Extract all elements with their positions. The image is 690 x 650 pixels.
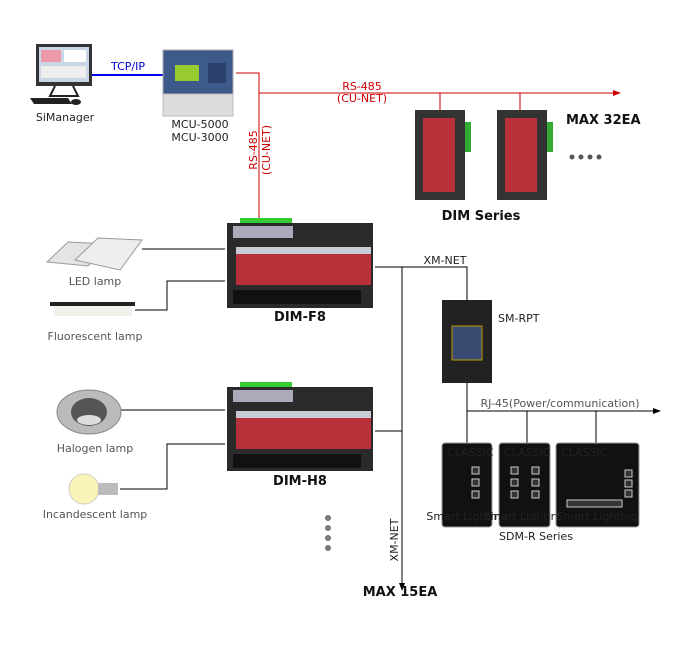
svg-text:CLASSIC: CLASSIC — [447, 446, 494, 459]
dim-series-label: DIM Series — [442, 209, 521, 224]
cu-net-label: (CU-NET) — [337, 92, 387, 105]
mcu-label: MCU-5000 — [171, 118, 228, 131]
dim-f8-module — [227, 218, 373, 308]
led-lamp-label: LED lamp — [69, 275, 122, 288]
halogen-lamp-label: Halogen lamp — [57, 442, 134, 455]
sdm-r-series-label: SDM-R Series — [499, 530, 573, 543]
max-32ea-label: MAX 32EA — [566, 113, 641, 128]
simanager-label: SiManager — [36, 111, 95, 124]
more-dots-icon — [325, 515, 331, 551]
cu-net-line — [236, 72, 260, 220]
mcu-label: MCU-3000 — [171, 131, 228, 144]
more-dots-icon — [569, 154, 602, 160]
rs485-vertical-label: RS-485 — [247, 130, 260, 170]
svg-text:Smart Lighting: Smart Lighting — [483, 510, 564, 523]
svg-text:CLASSIC: CLASSIC — [561, 446, 608, 459]
fluorescent-lamp-label: Fluorescent lamp — [48, 330, 143, 343]
sm-rpt-device — [442, 300, 492, 383]
dim-series-module — [415, 110, 471, 200]
svg-text:Smart Lighting: Smart Lighting — [426, 510, 507, 523]
dim-series-module — [497, 110, 553, 200]
sdm-r-panel: CLASSIC Smart Lighting — [555, 442, 640, 528]
dim-h8-module — [227, 382, 373, 471]
max-15ea-label: MAX 15EA — [363, 585, 438, 600]
rs485-label: RS-485 — [342, 80, 382, 93]
led-lamp-icon — [45, 237, 143, 271]
fluorescent-lamp-icon — [50, 302, 135, 316]
dim-h8-label: DIM-H8 — [273, 474, 327, 489]
sdm-r-panel: CLASSIC Smart Lighting — [483, 442, 565, 528]
halogen-lamp-icon — [56, 389, 122, 435]
xm-net-label: XM-NET — [424, 254, 467, 267]
sm-rpt-label: SM-RPT — [498, 312, 540, 325]
incandescent-lamp-icon — [68, 473, 118, 505]
incandescent-lamp-label: Incandescent lamp — [43, 508, 148, 521]
dim-f8-label: DIM-F8 — [274, 310, 326, 325]
svg-text:Smart Lighting: Smart Lighting — [556, 510, 637, 523]
mcu-controller — [162, 49, 234, 117]
tcp-ip-label: TCP/IP — [110, 60, 145, 73]
wiring — [120, 248, 661, 591]
rj45-label: RJ-45(Power/communication) — [480, 397, 639, 410]
cu-net-vertical-label: (CU-NET) — [260, 125, 273, 175]
computer-icon — [30, 44, 92, 105]
sdm-r-panel: CLASSIC Smart Lighting — [426, 442, 508, 528]
svg-text:CLASSIC: CLASSIC — [504, 446, 551, 459]
xm-net-vertical-label: XM-NET — [388, 518, 401, 561]
